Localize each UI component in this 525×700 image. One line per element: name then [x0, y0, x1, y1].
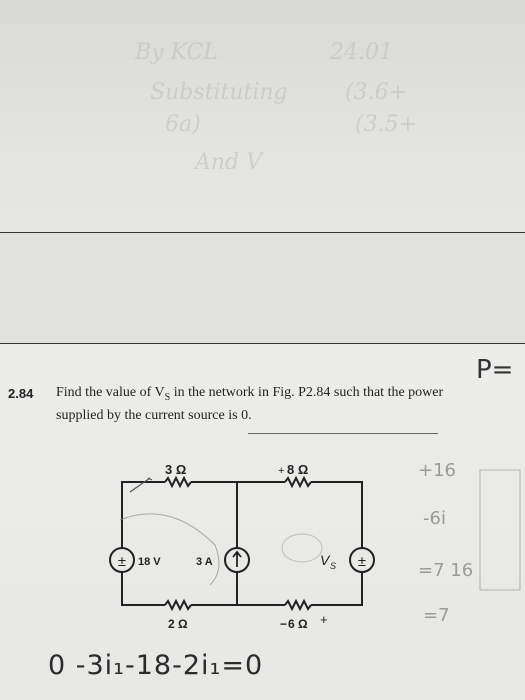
ghost-text-4: 6a) — [165, 112, 201, 137]
resistor-6ohm — [284, 598, 312, 612]
label-vs-sub: S — [330, 561, 336, 571]
label-plus-6ohm: + — [320, 612, 328, 627]
pencil-loop-arrow-icon — [119, 513, 220, 586]
pencil-box-icon — [479, 469, 521, 591]
ghost-text-2: Substituting — [150, 80, 288, 105]
divider-line-top — [0, 232, 525, 233]
ghost-text-6: (3.6+ — [345, 80, 408, 105]
wire-left-lower — [121, 572, 165, 606]
label-3ohm: 3 Ω — [165, 462, 186, 477]
handwritten-underline — [248, 433, 438, 434]
problem-subscript: S — [164, 391, 171, 403]
label-8ohm: 8 Ω — [287, 462, 308, 477]
wire-bottom-right — [311, 572, 363, 606]
handwritten-side-4: =7 — [423, 605, 450, 626]
label-plus-8ohm: + — [278, 465, 284, 477]
voltage-source-18v — [109, 547, 135, 573]
plus-minus-18v: ± — [118, 553, 126, 570]
resistor-3ohm — [164, 475, 192, 489]
voltage-source-vs — [349, 547, 375, 573]
handwritten-equation: 0 -3i₁-18-2i₁=0 — [48, 650, 264, 681]
handwritten-side-1: +16 — [418, 460, 456, 481]
blank-band — [0, 233, 525, 343]
current-arrow-up-icon — [232, 550, 242, 567]
current-source-3a — [224, 547, 250, 573]
pencil-circle-icon — [281, 533, 323, 563]
label-3a: 3 A — [196, 556, 213, 568]
problem-text-start: Find the value of V — [56, 385, 165, 400]
problem-text-rest: in the network in Fig. P2.84 such that t… — [56, 385, 444, 423]
label-minus-6ohm: − — [280, 617, 287, 631]
pencil-arrow-icon — [129, 477, 153, 493]
ghost-text-5: 24.01 — [330, 40, 393, 65]
problem-page — [0, 344, 525, 700]
label-6ohm: 6 Ω — [288, 617, 308, 631]
problem-number: 2.84 — [8, 386, 34, 401]
handwritten-corner-note: P= — [476, 355, 514, 385]
ghost-text-7: (3.5+ — [355, 112, 418, 137]
problem-statement: Find the value of VS in the network in F… — [56, 384, 456, 425]
resistor-8ohm — [284, 475, 312, 489]
previous-page-region: By KCL Substituting And V 6a) 24.01 (3.6… — [0, 0, 525, 232]
plus-minus-vs: ± — [358, 553, 366, 570]
ghost-text-3: And V — [195, 150, 263, 175]
label-2ohm: 2 Ω — [168, 617, 188, 631]
divider-line-bottom — [0, 343, 525, 344]
wire-top-right — [311, 481, 363, 548]
label-vs: V — [320, 552, 331, 568]
wire-top-left — [121, 481, 165, 488]
resistor-2ohm — [164, 598, 192, 612]
label-18v: 18 V — [138, 556, 161, 568]
handwritten-side-3: =7 16 — [418, 560, 474, 581]
ghost-text-1: By KCL — [135, 40, 218, 65]
handwritten-side-2: -6i — [423, 508, 446, 529]
